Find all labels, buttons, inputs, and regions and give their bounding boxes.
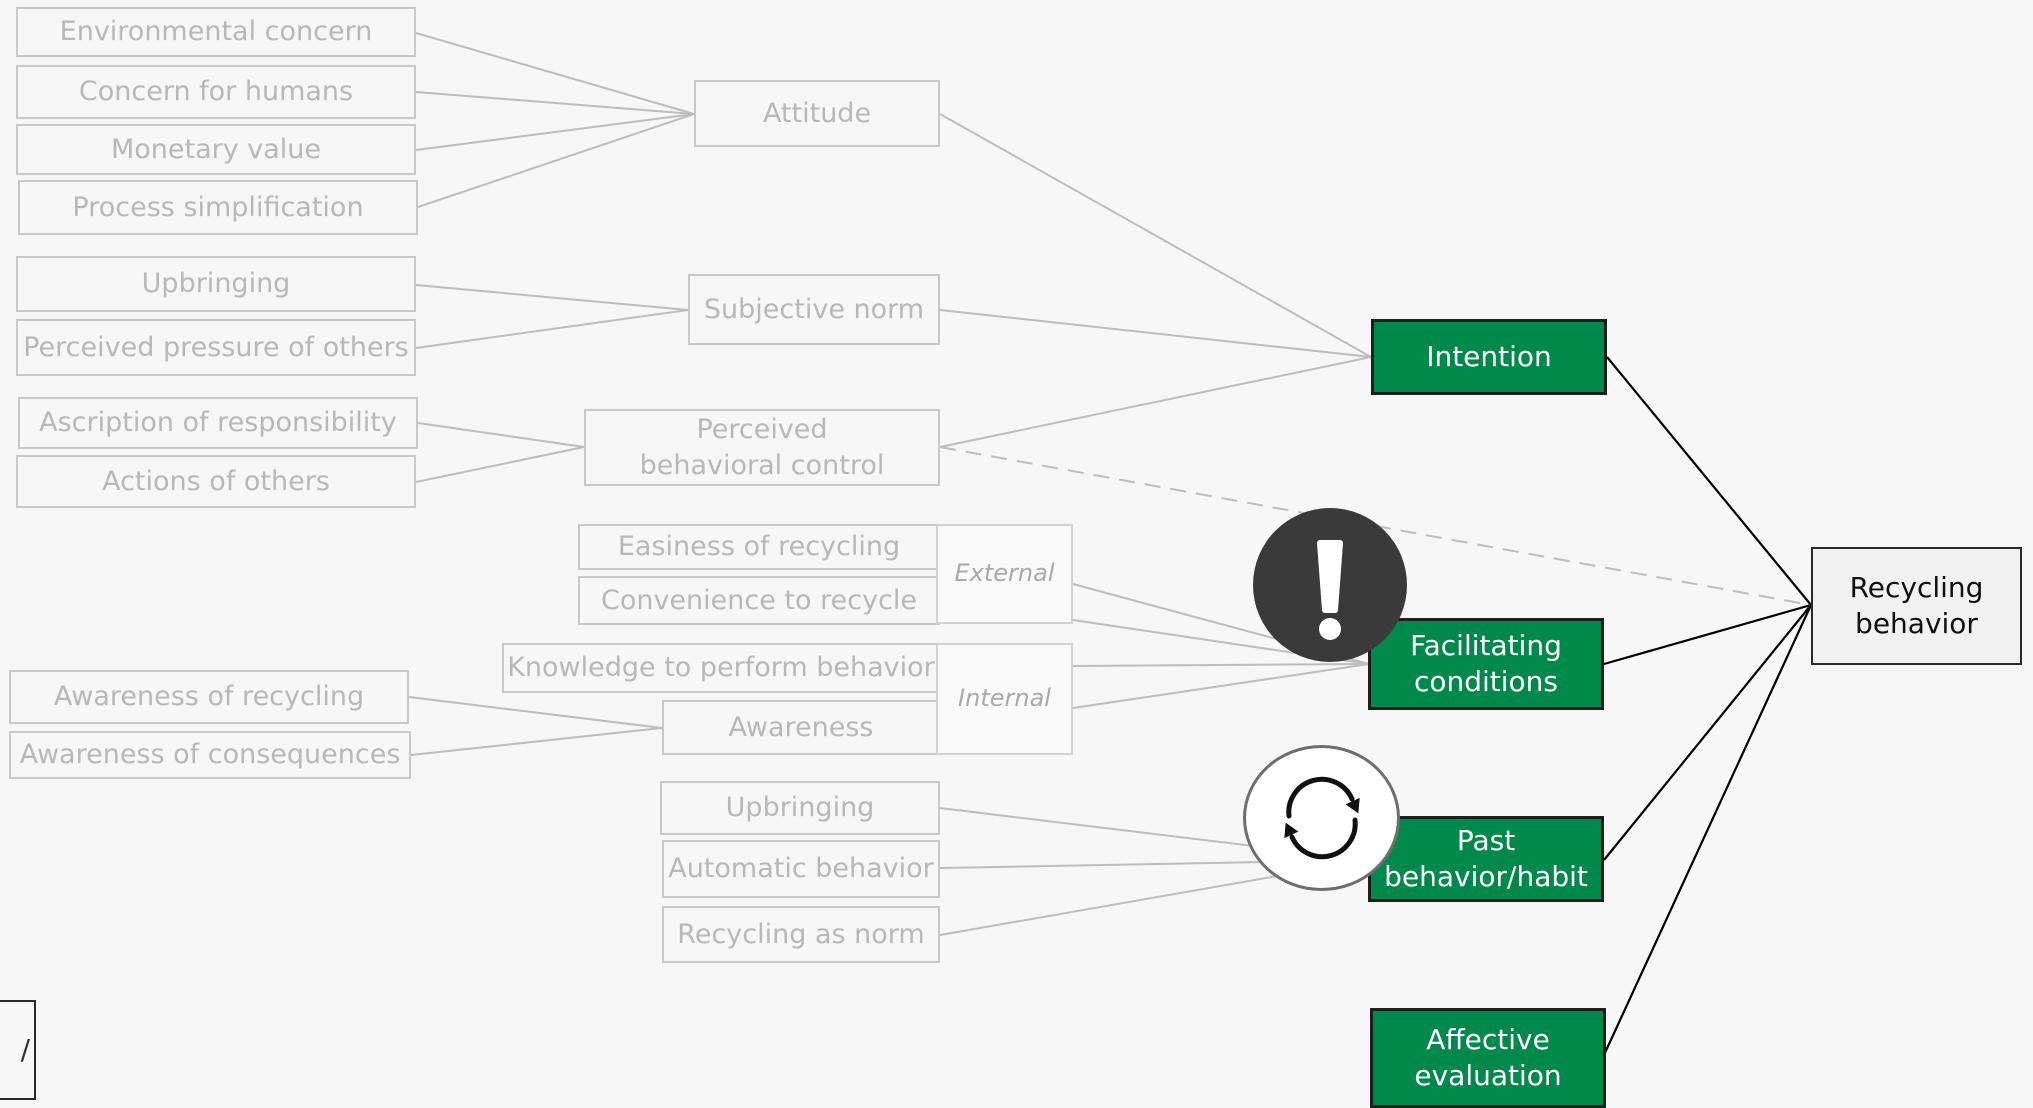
exclamation-icon [1253, 508, 1407, 662]
determinant-affective-evaluation: Affective evaluation [1370, 1008, 1606, 1108]
factor-awareness: Awareness [662, 700, 940, 755]
factor-upbringing-habit: Upbringing [660, 781, 940, 835]
factor-recycling-as-norm: Recycling as norm [662, 906, 940, 963]
link-affective-behavior [1603, 604, 1812, 1056]
construct-subjective-norm: Subjective norm [688, 274, 940, 345]
factor-concern-for-humans: Concern for humans [16, 65, 416, 119]
factor-upbringing: Upbringing [16, 256, 416, 312]
factor-process-simplification: Process simplification [18, 180, 418, 235]
determinant-facilitating-conditions: Facilitating conditions [1368, 618, 1604, 710]
factor-actions-of-others: Actions of others [16, 455, 416, 508]
factor-environmental-concern: Environmental concern [16, 7, 416, 57]
exclamation-glyph [1317, 540, 1343, 640]
outcome-recycling-behavior: Recycling behavior [1811, 547, 2022, 665]
factor-automatic-behavior: Automatic behavior [662, 840, 940, 898]
cycle-arrows-glyph [1283, 776, 1360, 860]
link-pressure-norm [415, 309, 689, 349]
link-envconcern-attitude [415, 32, 695, 115]
cycle-arrows-icon [1243, 745, 1400, 891]
link-awareness-recycling [408, 696, 663, 729]
factor-awareness-of-consequences: Awareness of consequences [9, 731, 411, 779]
construct-perceived-behavioral-control: Perceived behavioral control [584, 409, 940, 486]
link-responsibility-control [417, 422, 585, 448]
determinant-past-behavior-habit: Past behavior/habit [1368, 816, 1604, 902]
link-facilitating-behavior [1603, 603, 1812, 666]
factor-easiness-of-recycling: Easiness of recycling [578, 524, 940, 570]
link-awareness-consequences [410, 727, 663, 756]
factor-monetary-value: Monetary value [16, 124, 416, 175]
legend-fragment: / [0, 1000, 36, 1100]
factor-knowledge-to-perform: Knowledge to perform behavior [502, 643, 940, 693]
link-others-control [415, 446, 585, 483]
link-simplification-attitude [417, 113, 695, 208]
link-control-intention [939, 356, 1372, 448]
factor-perceived-pressure: Perceived pressure of others [16, 319, 416, 376]
link-humans-attitude [415, 91, 695, 115]
construct-attitude: Attitude [694, 80, 940, 147]
link-monetary-attitude [415, 113, 695, 151]
tag-internal: Internal [936, 643, 1073, 755]
factor-ascription-of-responsibility: Ascription of responsibility [18, 397, 418, 449]
factor-awareness-of-recycling: Awareness of recycling [9, 670, 409, 724]
link-intention-behavior [1606, 356, 1812, 606]
link-attitude-intention [939, 113, 1372, 358]
tag-external: External [936, 524, 1073, 624]
link-habit-behavior [1603, 604, 1812, 861]
link-norm-intention [939, 309, 1372, 358]
link-internal-facilitating-1 [1072, 663, 1370, 667]
link-upbringing-norm [415, 284, 689, 311]
determinant-intention: Intention [1371, 319, 1607, 395]
factor-convenience-to-recycle: Convenience to recycle [578, 576, 940, 625]
link-internal-facilitating-2 [1072, 663, 1370, 709]
